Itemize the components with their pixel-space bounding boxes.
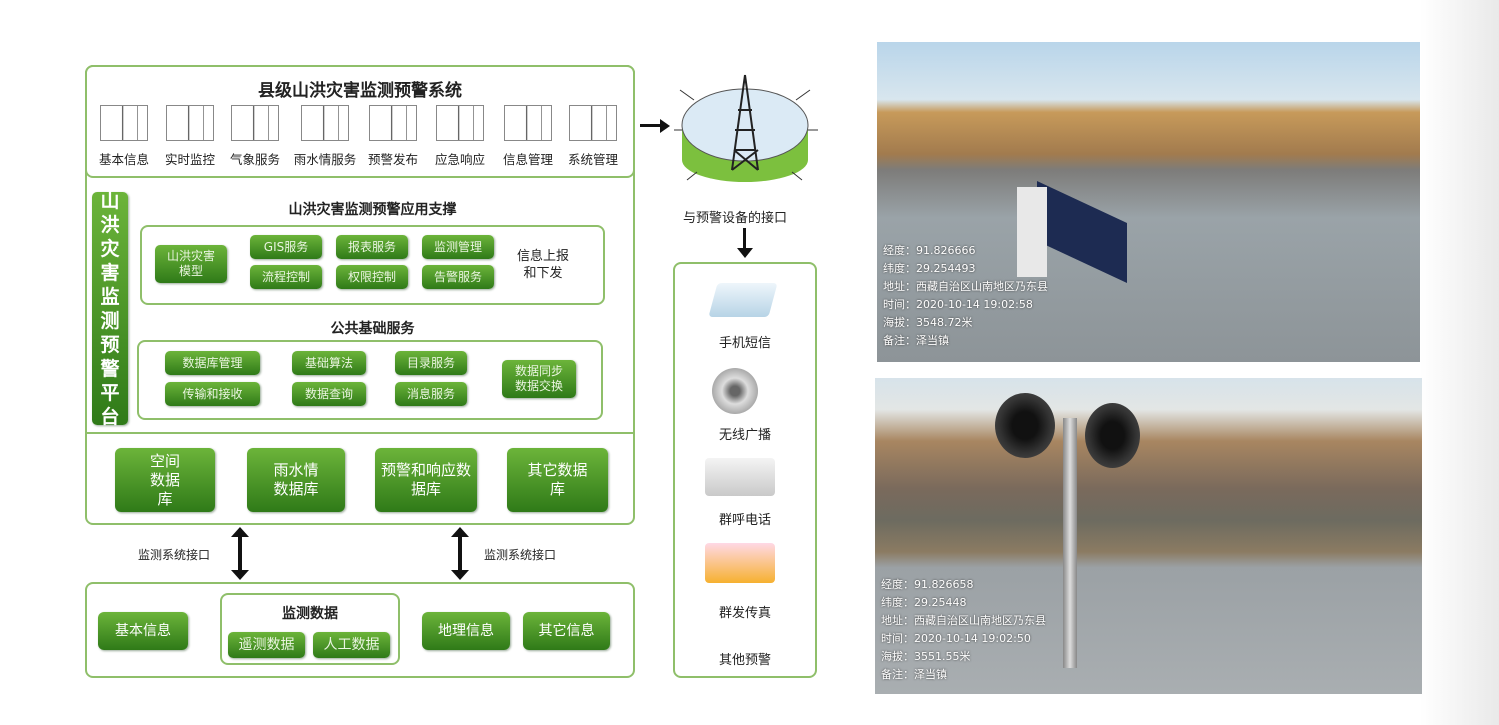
other-info: 其它信息 [523, 612, 610, 650]
phone-icon [708, 283, 778, 317]
module-label: 基本信息 [98, 152, 149, 167]
telephone-icon [705, 458, 775, 496]
db-spatial: 空间数据库 [115, 448, 215, 512]
db-warning: 预警和响应数据库 [375, 448, 477, 512]
module-icon [569, 105, 617, 141]
altitude: 海拔：3551.55米 [881, 650, 971, 663]
address: 地址：西藏自治区山南地区乃东县 [881, 614, 1046, 627]
arrow-head [451, 527, 469, 537]
photo-solar-station: 经度：91.826666 纬度：29.254493 地址：西藏自治区山南地区乃东… [877, 42, 1420, 362]
arrow-head [231, 527, 249, 537]
module-label: 实时监控 [164, 152, 215, 167]
arrow-head [737, 248, 753, 258]
public-item: 消息服务 [395, 382, 467, 406]
manual-data: 人工数据 [313, 632, 390, 658]
app-item: GIS服务 [250, 235, 322, 259]
module-0: 基本信息 [96, 105, 152, 168]
basic-info: 基本信息 [98, 612, 188, 650]
public-item: 目录服务 [395, 351, 467, 375]
module-icon [231, 105, 279, 141]
solar-panel [1037, 181, 1127, 283]
fax-icon [705, 543, 775, 583]
app-item: 告警服务 [422, 265, 494, 289]
module-label: 气象服务 [229, 152, 280, 167]
interface-label: 监测系统接口 [484, 548, 557, 562]
sync-box: 数据同步数据交换 [502, 360, 576, 398]
device-fax: 群发传真 [718, 606, 771, 621]
public-item: 数据查询 [292, 382, 366, 406]
geo-info: 地理信息 [422, 612, 510, 650]
module-icon [301, 105, 349, 141]
arrow-head [451, 570, 469, 580]
model-box: 山洪灾害模型 [155, 245, 227, 283]
cabinet [1017, 187, 1047, 277]
module-label: 信息管理 [502, 152, 553, 167]
app-item: 流程控制 [250, 265, 322, 289]
photo-caption: 经度：91.826666 纬度：29.254493 地址：西藏自治区山南地区乃东… [883, 242, 1048, 350]
module-6: 信息管理 [500, 105, 556, 168]
module-icon [100, 105, 148, 141]
arrow-down [743, 228, 746, 250]
arrow-head [231, 570, 249, 580]
app-support-title: 山洪灾害监测预警应用支撑 [288, 202, 457, 218]
platform-label: 山洪灾害监测预警平台 [92, 190, 128, 428]
time: 时间：2020-10-14 19:02:50 [881, 632, 1031, 645]
module-icon [369, 105, 417, 141]
public-item: 数据库管理 [165, 351, 260, 375]
note: 备注：泽当镇 [881, 668, 947, 681]
arrow-right [640, 124, 662, 127]
module-icon [166, 105, 214, 141]
tower-icon [674, 74, 818, 182]
module-label: 预警发布 [367, 152, 418, 167]
divider [85, 432, 635, 434]
time: 时间：2020-10-14 19:02:58 [883, 298, 1033, 311]
app-item: 权限控制 [336, 265, 408, 289]
module-label: 雨水情服务 [293, 152, 357, 167]
module-label: 应急响应 [434, 152, 485, 167]
photo-speaker-station: 经度：91.826658 纬度：29.25448 地址：西藏自治区山南地区乃东县… [875, 378, 1422, 694]
module-7: 系统管理 [565, 105, 621, 168]
platform-label-text: 山洪灾害监测预警平台 [100, 189, 120, 428]
public-item: 基础算法 [292, 351, 366, 375]
module-3: 雨水情服务 [294, 105, 356, 168]
module-4: 预警发布 [365, 105, 421, 168]
interface-label: 监测系统接口 [138, 548, 211, 562]
arrow-head [660, 119, 670, 133]
address: 地址：西藏自治区山南地区乃东县 [883, 280, 1048, 293]
public-item: 传输和接收 [165, 382, 260, 406]
double-arrow [458, 533, 462, 573]
longitude: 经度：91.826666 [883, 244, 976, 257]
device-sms: 手机短信 [718, 336, 771, 351]
module-5: 应急响应 [432, 105, 488, 168]
module-label: 系统管理 [567, 152, 618, 167]
speaker-icon [712, 368, 758, 414]
latitude: 纬度：29.25448 [881, 596, 967, 609]
horn-left [995, 393, 1055, 458]
device-other: 其他预警 [718, 653, 771, 668]
note: 备注：泽当镇 [883, 334, 949, 347]
telemetry-data: 遥测数据 [228, 632, 305, 658]
system-title: 县级山洪灾害监测预警系统 [258, 81, 462, 101]
report-note: 信息上报和下发 [516, 249, 569, 281]
horn-right [1085, 403, 1140, 468]
speaker-pole [1063, 418, 1077, 668]
module-icon [504, 105, 552, 141]
latitude: 纬度：29.254493 [883, 262, 976, 275]
db-rain: 雨水情数据库 [247, 448, 345, 512]
monitor-title: 监测数据 [282, 606, 338, 622]
device-interface-label: 与预警设备的接口 [683, 211, 788, 226]
module-icon [436, 105, 484, 141]
module-1: 实时监控 [162, 105, 218, 168]
public-title: 公共基础服务 [330, 321, 415, 337]
altitude: 海拔：3548.72米 [883, 316, 973, 329]
device-group-call: 群呼电话 [718, 513, 771, 528]
device-radio: 无线广播 [718, 428, 771, 443]
double-arrow [238, 533, 242, 573]
photo-caption: 经度：91.826658 纬度：29.25448 地址：西藏自治区山南地区乃东县… [881, 576, 1046, 684]
module-2: 气象服务 [227, 105, 283, 168]
longitude: 经度：91.826658 [881, 578, 974, 591]
app-item: 报表服务 [336, 235, 408, 259]
db-other: 其它数据库 [507, 448, 608, 512]
app-item: 监测管理 [422, 235, 494, 259]
